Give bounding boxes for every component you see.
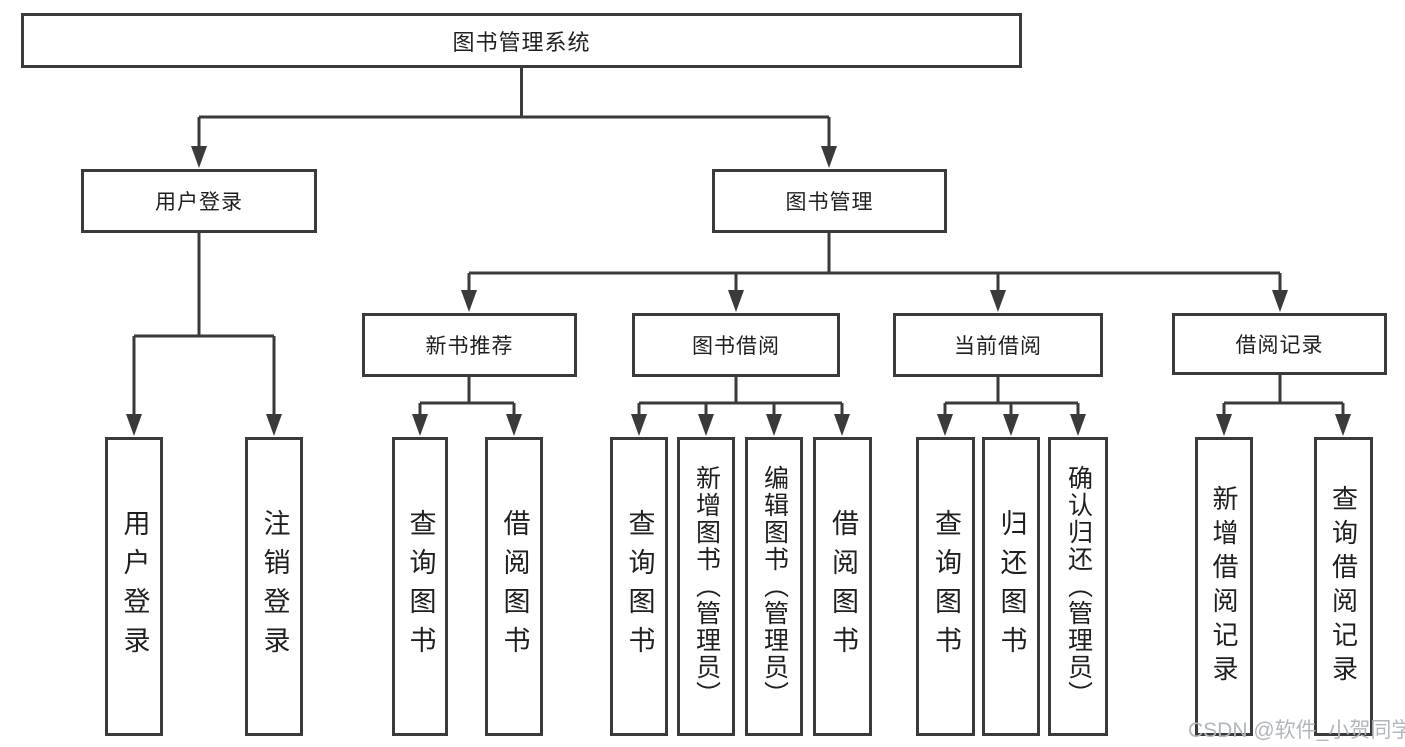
node-root-label: 图书管理系统 bbox=[452, 29, 591, 55]
node-book-management: 图书管理 bbox=[712, 169, 947, 233]
leaf-query-books-3-label: 查询图书 bbox=[931, 508, 961, 665]
leaf-add-book-admin: 新增图书（管理员） bbox=[677, 437, 735, 736]
leaf-query-books-2-label: 查询图书 bbox=[624, 508, 655, 665]
node-borrow-record-label: 借阅记录 bbox=[1235, 334, 1324, 357]
node-book-management-label: 图书管理 bbox=[785, 191, 874, 214]
node-current-borrow: 当前借阅 bbox=[893, 313, 1103, 377]
leaf-borrow-books-1-label: 借阅图书 bbox=[499, 508, 530, 665]
leaf-query-borrow-record: 查询借阅记录 bbox=[1314, 437, 1373, 736]
node-user-login-label: 用户登录 bbox=[155, 191, 243, 214]
leaf-confirm-return-admin: 确认归还（管理员） bbox=[1048, 437, 1108, 736]
leaf-return-book: 归还图书 bbox=[982, 437, 1040, 736]
leaf-edit-book-admin: 编辑图书（管理员） bbox=[745, 437, 803, 736]
leaf-borrow-books-2: 借阅图书 bbox=[813, 437, 872, 736]
leaf-query-books-3: 查询图书 bbox=[916, 437, 975, 736]
leaf-borrow-books-2-label: 借阅图书 bbox=[828, 508, 858, 665]
node-book-borrow-label: 图书借阅 bbox=[692, 335, 780, 358]
leaf-query-books-1: 查询图书 bbox=[392, 437, 448, 736]
leaf-add-borrow-record: 新增借阅记录 bbox=[1195, 437, 1253, 736]
leaf-logout: 注销登录 bbox=[245, 437, 303, 736]
leaf-query-books-2: 查询图书 bbox=[610, 437, 668, 736]
csdn-watermark: CSDN @软件_小贺同学 bbox=[1188, 719, 1405, 742]
node-borrow-record: 借阅记录 bbox=[1172, 313, 1387, 375]
node-new-book-recommend: 新书推荐 bbox=[362, 313, 577, 377]
leaf-user-login: 用户登录 bbox=[105, 437, 163, 736]
arrowheads bbox=[126, 146, 1351, 436]
node-book-borrow: 图书借阅 bbox=[632, 313, 840, 377]
node-user-login: 用户登录 bbox=[81, 169, 317, 233]
leaf-query-borrow-record-label: 查询借阅记录 bbox=[1328, 484, 1359, 689]
leaf-add-book-admin-label: 新增图书（管理员） bbox=[692, 465, 721, 708]
node-current-borrow-label: 当前借阅 bbox=[954, 335, 1042, 358]
leaf-logout-label: 注销登录 bbox=[259, 508, 290, 665]
leaf-borrow-books-1: 借阅图书 bbox=[485, 437, 543, 736]
leaf-return-book-label: 归还图书 bbox=[996, 508, 1027, 665]
leaf-confirm-return-admin-label: 确认归还（管理员） bbox=[1064, 465, 1093, 708]
leaf-user-login-label: 用户登录 bbox=[119, 508, 150, 665]
node-new-book-recommend-label: 新书推荐 bbox=[425, 335, 514, 358]
leaf-edit-book-admin-label: 编辑图书（管理员） bbox=[760, 465, 789, 708]
leaf-add-borrow-record-label: 新增借阅记录 bbox=[1209, 484, 1239, 689]
node-root: 图书管理系统 bbox=[21, 13, 1022, 68]
leaf-query-books-1-label: 查询图书 bbox=[405, 508, 436, 665]
